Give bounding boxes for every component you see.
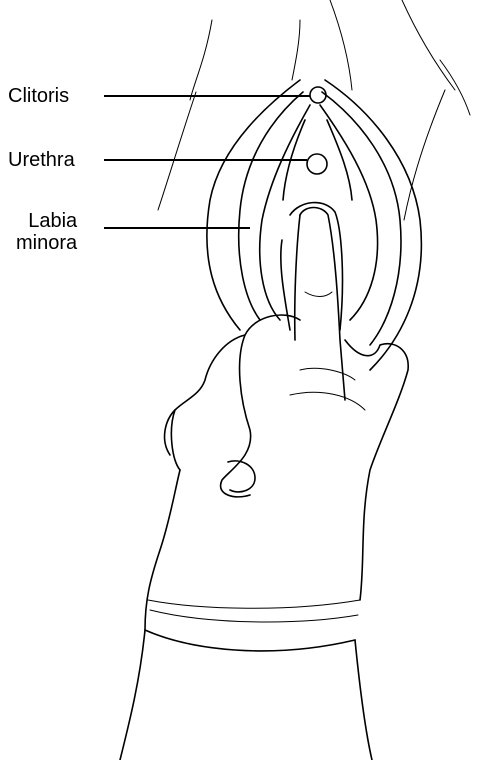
- body-contours: [158, 0, 470, 220]
- labia-minora-outline: [260, 105, 378, 320]
- labia-majora-outline: [207, 80, 422, 370]
- urethra-marker: [307, 154, 327, 174]
- urethra-label: Urethra: [8, 149, 75, 171]
- labia-minora-label-line2: minora: [16, 232, 77, 254]
- vaginal-opening: [281, 203, 343, 330]
- clitoris-label: Clitoris: [8, 85, 69, 107]
- clitoris-marker: [310, 87, 326, 103]
- labia-minora-label: Labia minora: [16, 210, 77, 254]
- labia-minora-label-line1: Labia: [16, 210, 77, 232]
